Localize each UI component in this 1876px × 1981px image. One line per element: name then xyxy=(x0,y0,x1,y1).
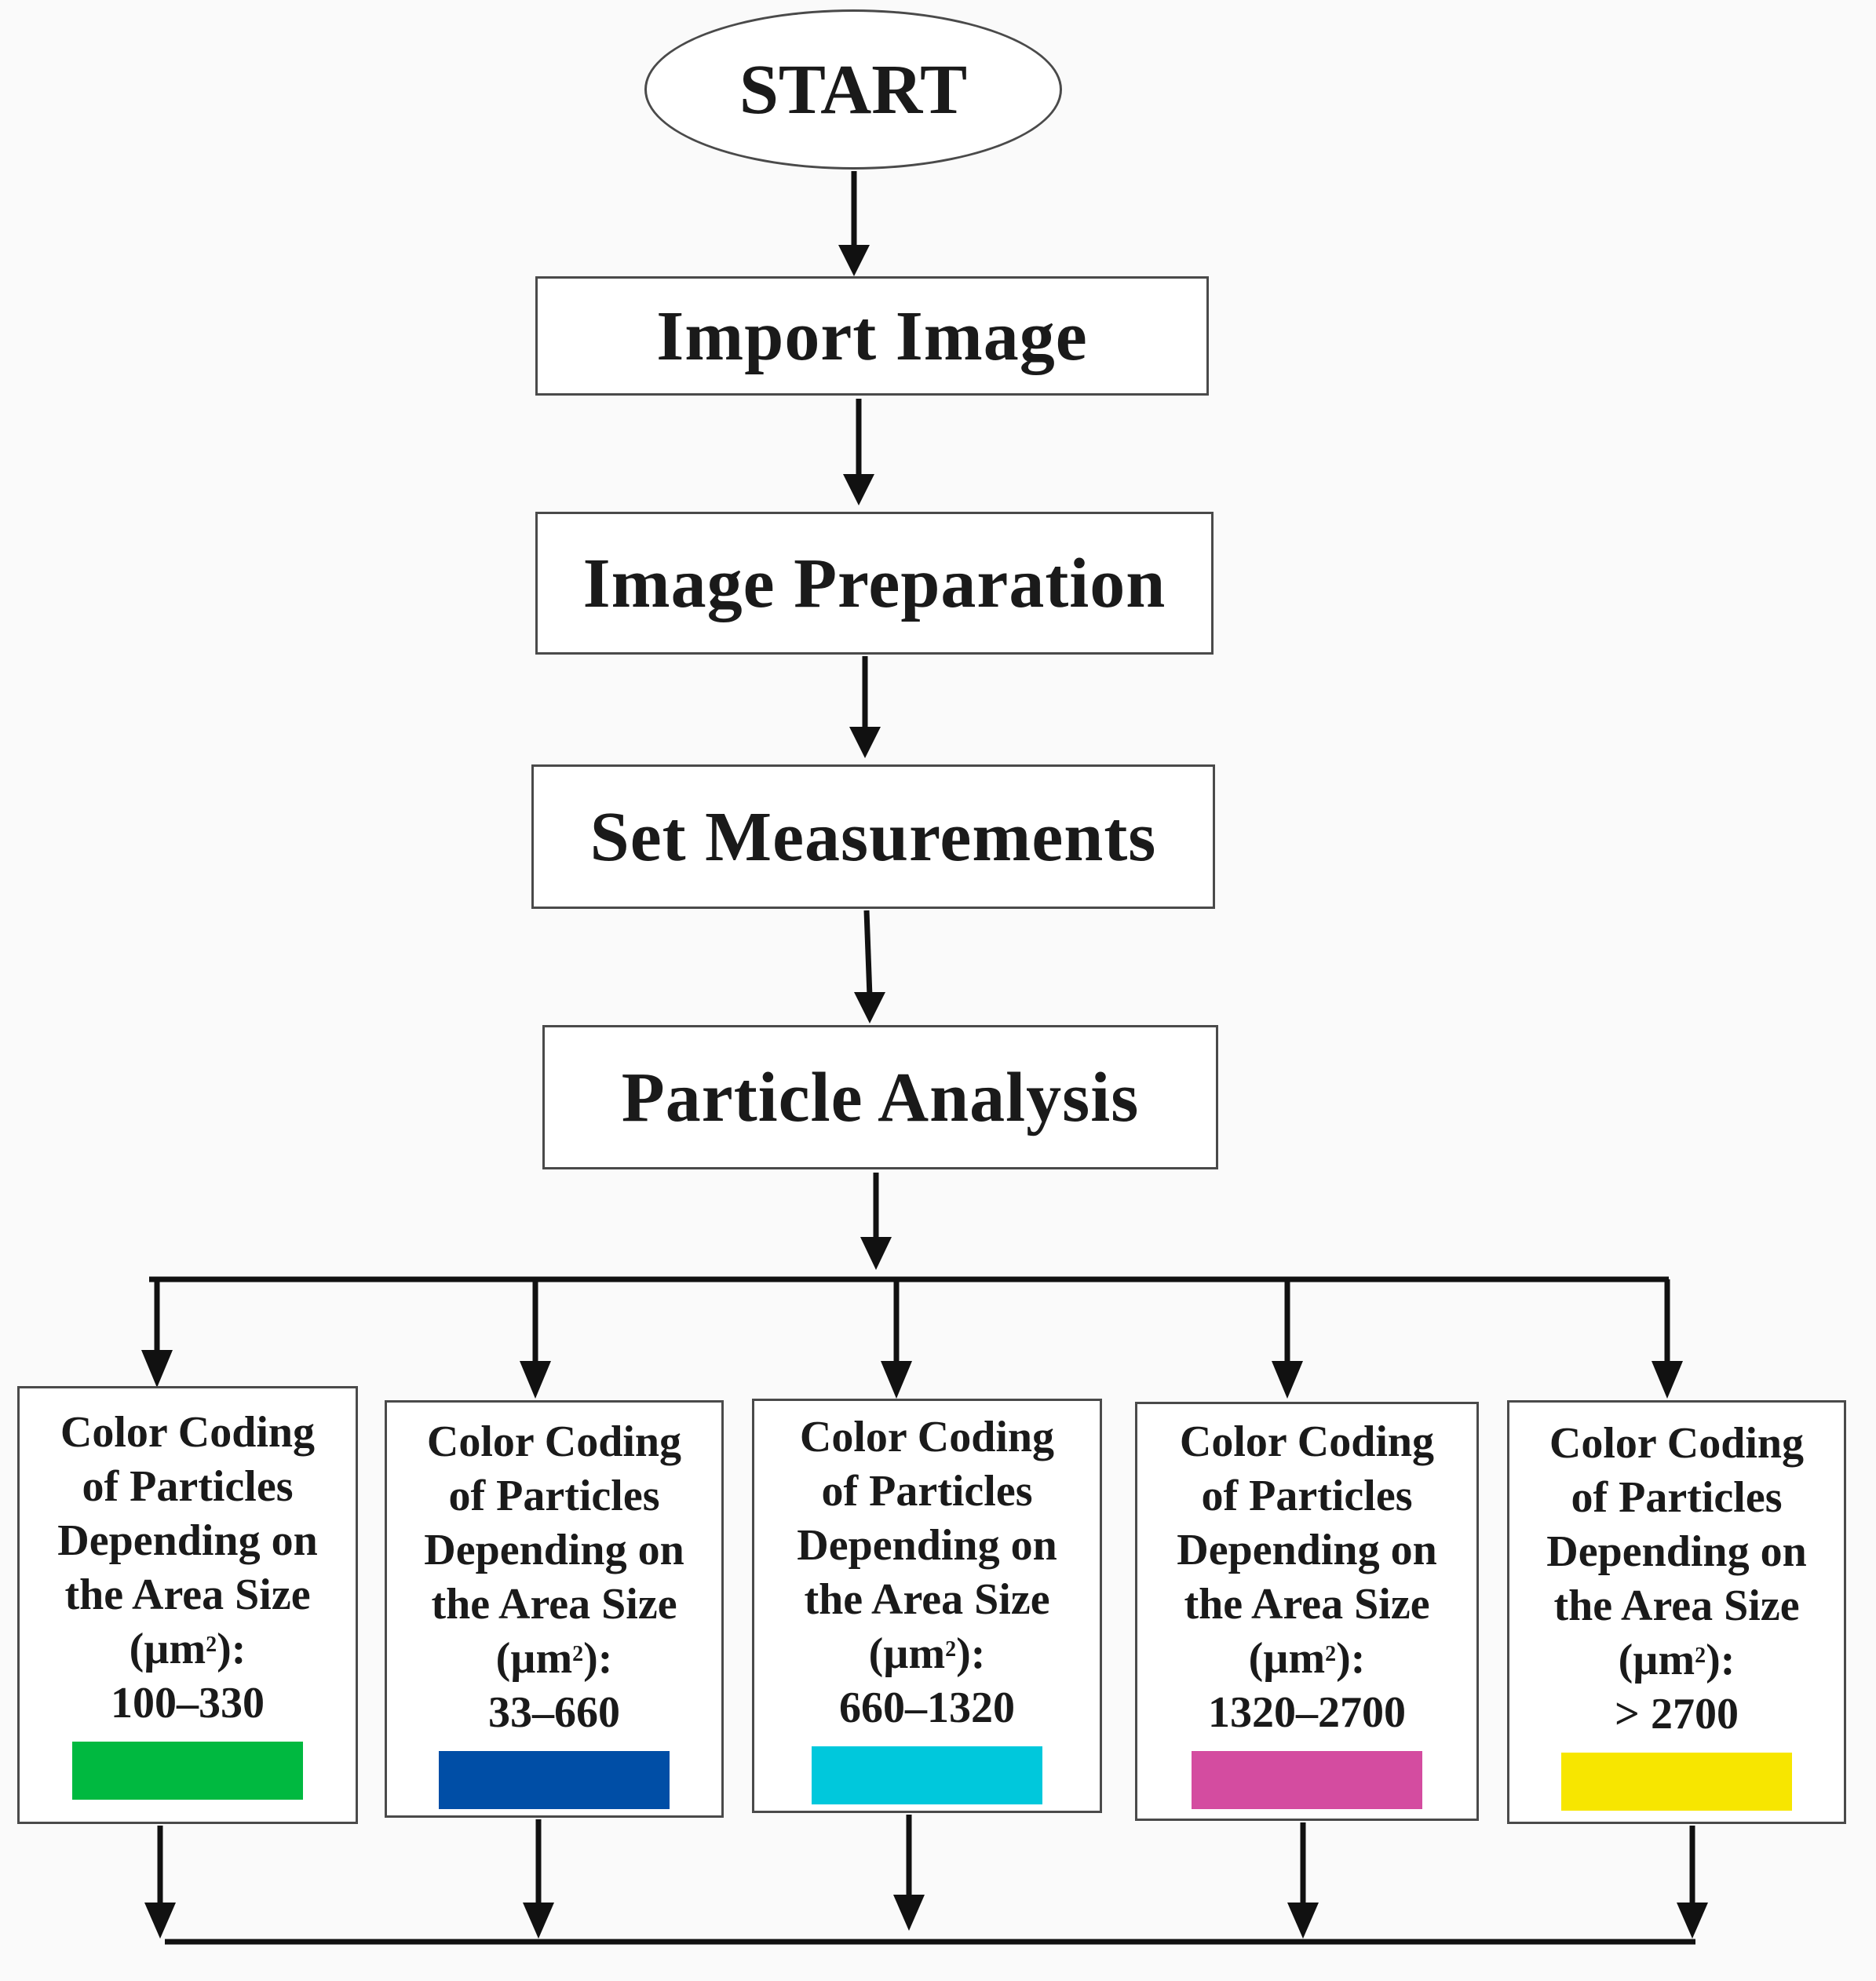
branch-line-1: Color Coding xyxy=(799,1413,1055,1461)
branch-line-3: Depending on xyxy=(797,1521,1057,1570)
arrow-branch-5-to-bottom xyxy=(1677,1826,1708,1939)
particle-analysis-step: Particle Analysis xyxy=(542,1025,1218,1169)
color-coding-branch-5: Color Coding of Particles Depending on t… xyxy=(1507,1400,1846,1824)
arrow-branch-4-to-bottom xyxy=(1287,1822,1319,1939)
color-swatch-magenta xyxy=(1192,1751,1422,1809)
branch-line-2: of Particles xyxy=(82,1462,294,1511)
import-image-step: Import Image xyxy=(535,276,1209,396)
area-unit-label: (µm2): xyxy=(1618,1636,1735,1684)
branch-line-4: the Area Size xyxy=(804,1575,1050,1624)
color-swatch-yellow xyxy=(1561,1753,1792,1811)
arrow-bus-to-branch-2 xyxy=(520,1279,551,1399)
arrow-bus-to-branch-4 xyxy=(1272,1279,1303,1399)
branch-line-3: Depending on xyxy=(1177,1526,1437,1574)
branch-line-1: Color Coding xyxy=(60,1408,316,1457)
area-unit-label: (µm2): xyxy=(1248,1634,1366,1683)
branch-line-2: of Particles xyxy=(448,1472,660,1520)
arrow-preparation-to-measurements xyxy=(849,656,881,758)
arrow-bus-to-branch-1 xyxy=(141,1279,173,1388)
arrow-bus-to-branch-5 xyxy=(1652,1279,1683,1399)
area-range-label: > 2700 xyxy=(1615,1690,1739,1738)
color-coding-branch-2: Color Coding of Particles Depending on t… xyxy=(385,1400,724,1818)
arrow-branch-1-to-bottom xyxy=(144,1826,176,1939)
area-range-label: 660–1320 xyxy=(839,1684,1015,1732)
branch-line-2: of Particles xyxy=(1571,1473,1783,1522)
area-unit-label: (µm2): xyxy=(129,1625,246,1673)
color-coding-branch-4: Color Coding of Particles Depending on t… xyxy=(1135,1402,1479,1821)
color-coding-branch-1: Color Coding of Particles Depending on t… xyxy=(17,1386,358,1824)
color-swatch-blue xyxy=(439,1751,670,1809)
arrow-branch-2-to-bottom xyxy=(523,1819,554,1939)
start-node: START xyxy=(644,9,1062,170)
color-swatch-cyan xyxy=(812,1746,1042,1804)
arrow-bus-to-branch-3 xyxy=(881,1279,912,1399)
set-measurements-step: Set Measurements xyxy=(531,764,1215,909)
branch-line-3: Depending on xyxy=(57,1516,318,1565)
arrow-import-to-preparation xyxy=(843,399,874,505)
branch-line-1: Color Coding xyxy=(426,1417,682,1466)
branch-line-3: Depending on xyxy=(1546,1527,1807,1576)
branch-line-2: of Particles xyxy=(821,1467,1033,1516)
branch-line-1: Color Coding xyxy=(1179,1417,1435,1466)
area-unit-label: (µm2): xyxy=(868,1629,986,1678)
arrow-branch-3-to-bottom xyxy=(893,1815,925,1931)
branch-line-3: Depending on xyxy=(424,1526,684,1574)
color-coding-branch-3: Color Coding of Particles Depending on t… xyxy=(752,1399,1102,1813)
image-preparation-step: Image Preparation xyxy=(535,512,1214,655)
branch-line-2: of Particles xyxy=(1201,1472,1413,1520)
area-range-label: 1320–2700 xyxy=(1208,1688,1406,1737)
area-range-label: 33–660 xyxy=(488,1688,620,1737)
branch-line-4: the Area Size xyxy=(1184,1580,1430,1629)
branch-line-4: the Area Size xyxy=(1553,1582,1800,1630)
branch-line-1: Color Coding xyxy=(1549,1419,1805,1468)
arrow-start-to-import xyxy=(838,171,870,276)
color-swatch-green xyxy=(72,1742,303,1800)
branch-line-4: the Area Size xyxy=(64,1571,311,1619)
area-unit-label: (µm2): xyxy=(495,1634,613,1683)
arrow-measurements-to-analysis xyxy=(854,910,885,1023)
arrow-analysis-to-bus xyxy=(860,1173,892,1270)
branch-line-4: the Area Size xyxy=(431,1580,677,1629)
area-range-label: 100–330 xyxy=(111,1679,265,1727)
